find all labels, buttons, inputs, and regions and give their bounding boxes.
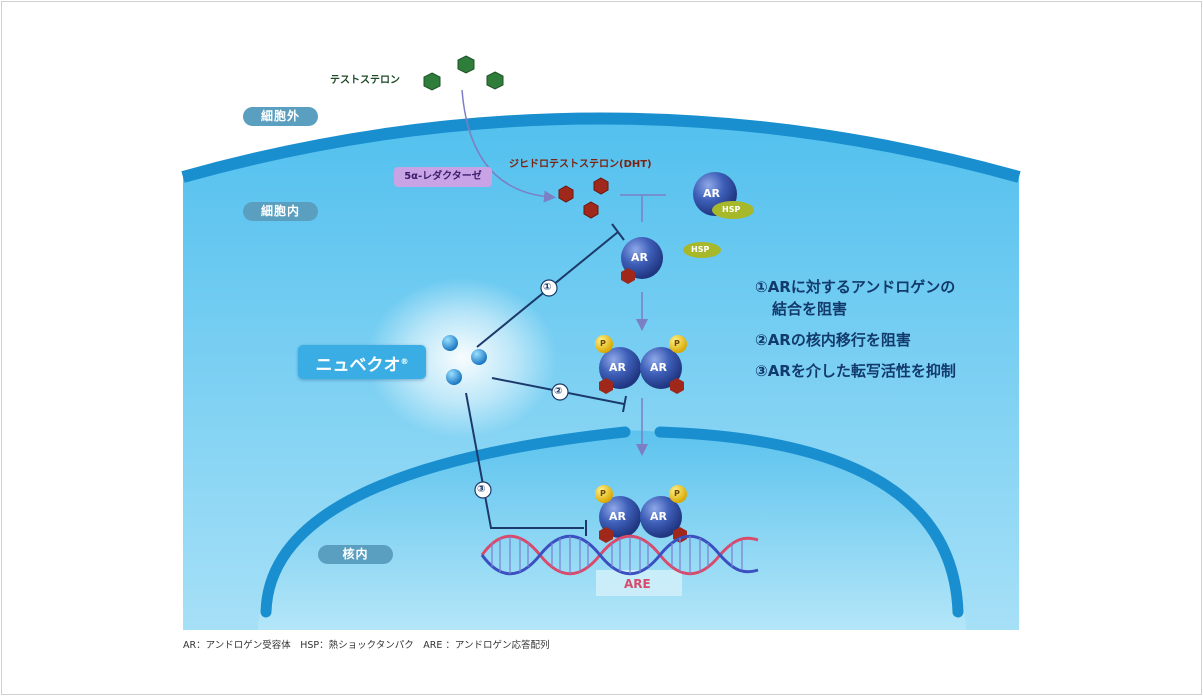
ar-label-dimer-2: AR [650, 361, 667, 374]
step-3: ③ [477, 484, 486, 495]
are-box [596, 570, 682, 596]
registered-mark: ® [400, 357, 409, 366]
intracellular-label: 細胞内 [243, 202, 318, 221]
dht-label: ジヒドロテストステロン(DHT) [509, 159, 652, 170]
are-label: ARE [624, 577, 651, 591]
hsp-free [683, 242, 721, 258]
mechanism-1-line-1: ①ARに対するアンドロゲンの [755, 278, 956, 296]
ar-hsp-complex [693, 172, 754, 219]
dna-helix [480, 534, 759, 576]
phospho-label-3: P [600, 489, 606, 498]
phospho-label-1: P [600, 339, 606, 348]
drug-glow [367, 278, 557, 438]
inhibition-bar-1 [611, 223, 625, 241]
ar-label-dimer-1: AR [609, 361, 626, 374]
conversion-arrow [461, 89, 556, 203]
nuclear-envelope-right [654, 426, 964, 618]
enzyme-label: 5α-レダクターゼ [394, 167, 492, 187]
inhibition-bar-2 [622, 395, 627, 413]
hsp-label-complex: HSP [722, 205, 741, 214]
mechanism-1-line-2: 結合を阻害 [772, 300, 848, 318]
phospho-label-2: P [674, 339, 680, 348]
inhibition-line-3 [465, 392, 584, 529]
ar-dimer-nucleus [595, 485, 687, 543]
nuclear-envelope-left [260, 426, 631, 618]
extracellular-label: 細胞外 [243, 107, 318, 126]
drug-name: ニュベクオ [315, 355, 401, 376]
ar-label-nuclear-2: AR [650, 510, 667, 523]
drug-molecules [442, 335, 487, 385]
hsp-label-free: HSP [691, 245, 710, 254]
abbreviation-legend: AR：アンドロゲン受容体 HSP：熱ショックタンパク ARE ：アンドロゲン応答… [183, 640, 550, 651]
ar-dimer-cytoplasm [595, 335, 687, 394]
hsp-protein [712, 201, 754, 219]
testosterone-label: テストステロン [330, 75, 400, 86]
ar-label-free: AR [631, 251, 648, 264]
mechanism-2: ②ARの核内移行を阻害 [755, 331, 911, 349]
cell-membrane [181, 112, 1021, 183]
drug-name-badge: ニュベクオ® [298, 345, 426, 379]
dht-ar-connector [620, 194, 666, 222]
ar-label-complex: AR [703, 187, 720, 200]
ar-protein-bound [621, 237, 663, 279]
ar-label-nuclear-1: AR [609, 510, 626, 523]
dht-molecules [558, 177, 609, 219]
mechanism-3: ③ARを介した転写活性を抑制 [755, 362, 956, 380]
step-markers [474, 279, 569, 499]
testosterone-molecules [423, 55, 504, 91]
step-1: ① [543, 282, 552, 293]
dht-bound [621, 268, 635, 284]
nucleus-label: 核内 [318, 545, 393, 564]
step-2: ② [554, 386, 563, 397]
dna-rungs [491, 536, 743, 574]
phospho-label-4: P [674, 489, 680, 498]
